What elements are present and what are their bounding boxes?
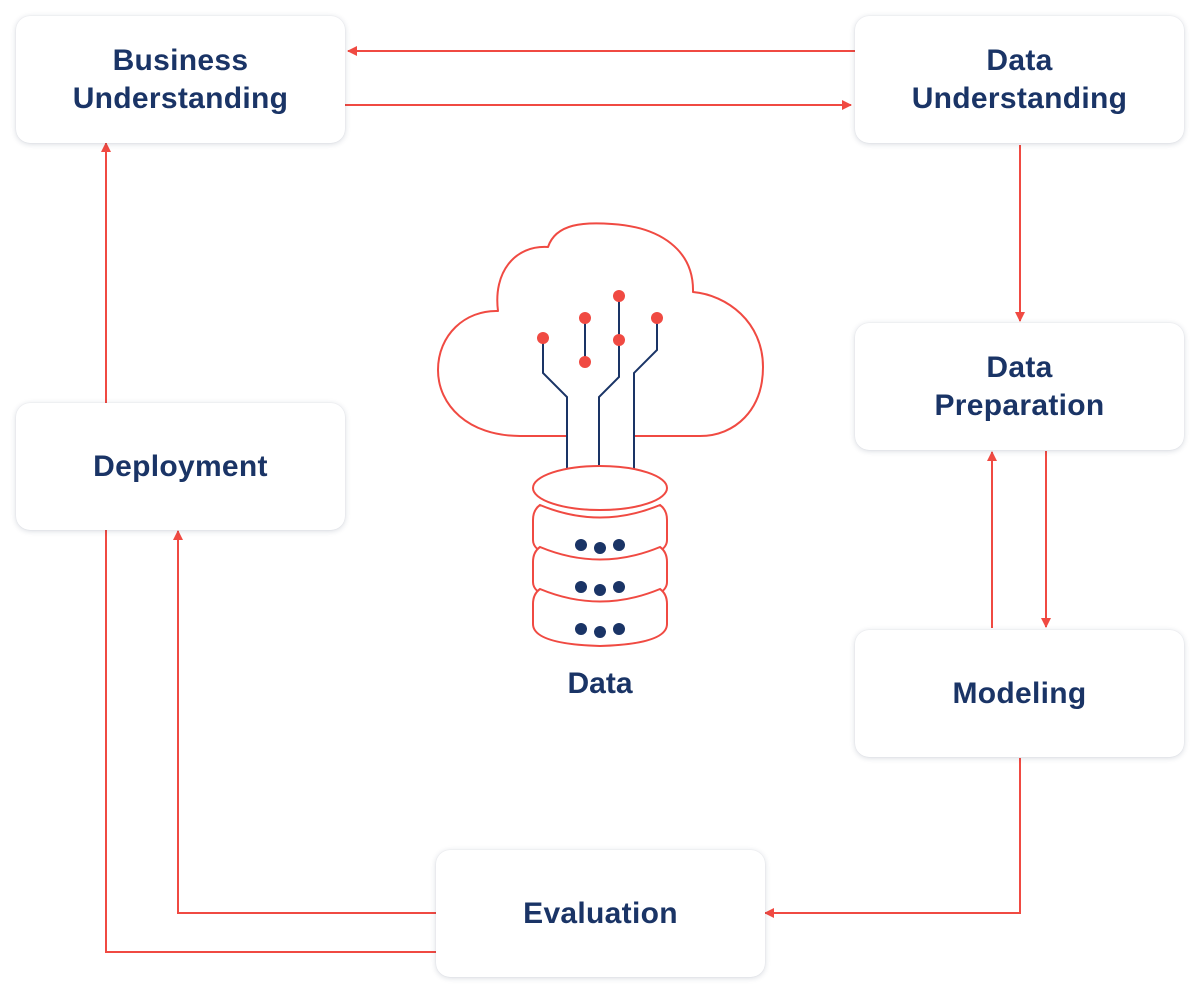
arrow-evaluation-to-business-understanding [105, 530, 436, 953]
node-label-data-understanding: Data Understanding [911, 43, 1128, 115]
cloud-icon [437, 222, 764, 437]
database-indicator-dots [575, 539, 625, 638]
center-data-label: Data [567, 667, 633, 700]
node-label-business-understanding: Business Understanding [72, 43, 289, 115]
node-deployment: Deployment [16, 403, 345, 530]
node-evaluation: Evaluation [436, 850, 765, 977]
arrow-modeling-to-evaluation [764, 758, 1021, 918]
cloud-database-icon [437, 222, 764, 648]
node-label-data-preparation: Data Preparation [934, 350, 1105, 422]
database-icon [532, 465, 668, 648]
node-label-evaluation: Evaluation [523, 896, 678, 930]
node-data-preparation: Data Preparation [855, 323, 1184, 450]
node-business-understanding: Business Understanding [16, 16, 345, 143]
node-label-deployment: Deployment [93, 449, 268, 483]
arrow-evaluation-to-deployment [173, 530, 436, 914]
node-label-modeling: Modeling [952, 676, 1087, 710]
node-data-understanding: Data Understanding [855, 16, 1184, 143]
node-modeling: Modeling [855, 630, 1184, 757]
